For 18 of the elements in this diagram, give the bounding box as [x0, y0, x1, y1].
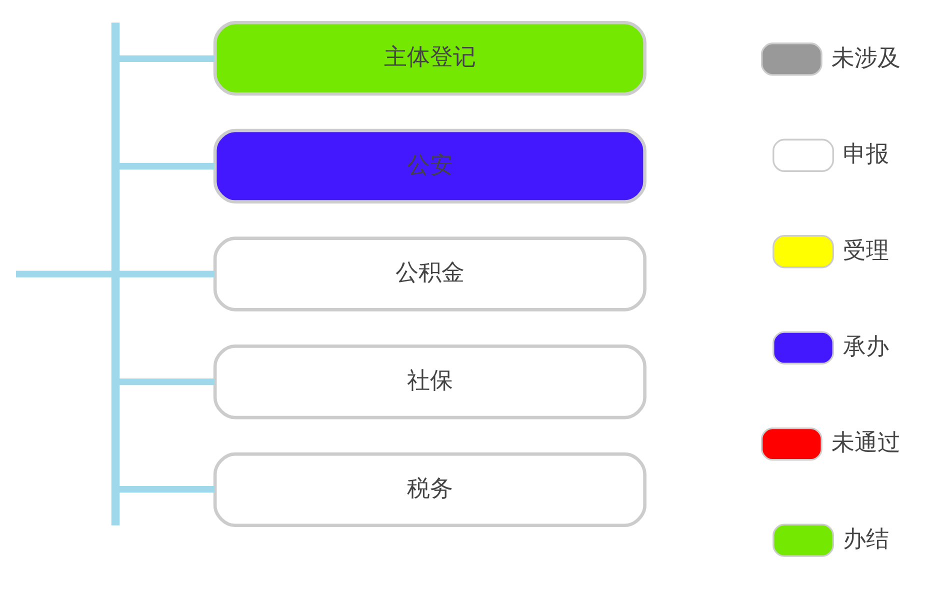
connector: [119, 486, 214, 493]
legend-label: 办结: [843, 525, 890, 552]
node-bar: [111, 22, 120, 526]
node-box: 公积金: [213, 236, 646, 312]
legend-label: 未涉及: [831, 44, 900, 72]
legend-label: 未通过: [831, 429, 900, 456]
node-box: 社保: [213, 344, 646, 420]
connector: [119, 270, 214, 278]
node-box: 税务: [213, 452, 646, 528]
connector: [119, 55, 214, 62]
legend-label: 受理: [843, 236, 890, 264]
node-box: 公安: [213, 128, 646, 204]
connector: [119, 378, 214, 386]
legend-label: 承办: [843, 332, 890, 360]
connector: [16, 270, 112, 278]
legend-label: 申报: [843, 140, 890, 168]
node-box: 主体登记: [213, 20, 646, 96]
connector: [119, 162, 214, 170]
